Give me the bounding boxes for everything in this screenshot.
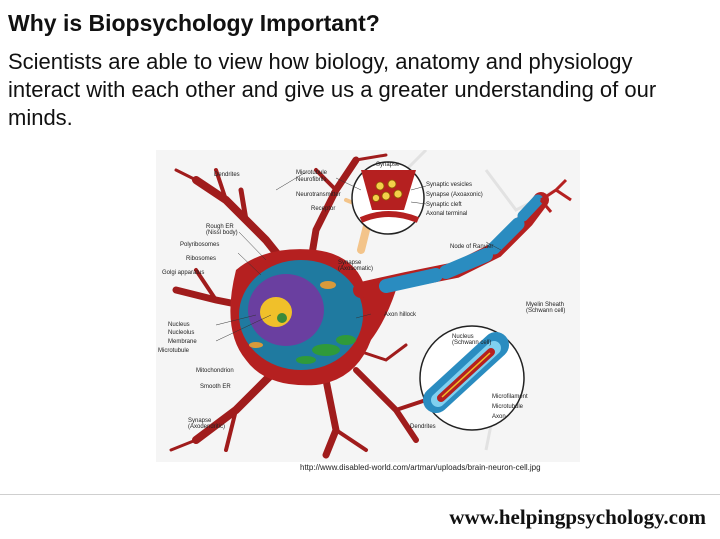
- label-axonal-terminal: Axonal terminal: [426, 211, 467, 217]
- label-membrane: Membrane: [168, 339, 197, 345]
- label-rough-er: Rough ER: [206, 224, 234, 230]
- label-receptor: Receptor: [311, 206, 335, 212]
- label-synapse-axodendritic-sub: (Axodendritic): [188, 424, 225, 430]
- label-microtubule-axon: Microtubule: [492, 404, 524, 410]
- neuron-diagram: Dendrites Microtubule Neurofibrils Neuro…: [156, 150, 580, 462]
- label-neurofibrils: Neurofibrils: [296, 177, 326, 183]
- axon-cross-section-inset: [419, 325, 525, 431]
- label-neurotransmitter: Neurotransmitter: [296, 192, 341, 198]
- label-microfilament: Microfilament: [492, 394, 528, 400]
- label-polyribosomes: Polyribosomes: [180, 242, 219, 248]
- label-synaptic-vesicles: Synaptic vesicles: [426, 182, 472, 188]
- label-nucleus: Nucleus: [168, 322, 190, 328]
- axon: [353, 192, 549, 298]
- label-ribosomes: Ribosomes: [186, 256, 216, 262]
- label-dendrites-top: Dendrites: [214, 172, 240, 178]
- label-nucleus-schwann: Nucleus: [452, 334, 474, 340]
- label-myelin-sheath-sub: (Schwann cell): [526, 308, 565, 314]
- label-node-of-ranvier: Node of Ranvier: [450, 244, 493, 250]
- label-microtubule: Microtubule: [296, 170, 328, 176]
- nucleolus: [260, 297, 292, 327]
- label-nucleus-schwann-sub: (Schwann cell): [452, 340, 491, 346]
- slide-body-text: Scientists are able to view how biology,…: [8, 49, 657, 130]
- label-synapse-axosomatic: Synapse: [338, 260, 362, 266]
- label-nucleolus: Nucleolus: [168, 330, 194, 336]
- label-rough-er-sub: (Nissl body): [206, 230, 238, 236]
- label-smooth-er: Smooth ER: [200, 384, 231, 390]
- label-axon-hillock: Axon hillock: [384, 312, 417, 318]
- label-mitochondrion: Mitochondrion: [196, 368, 234, 374]
- slide-title: Why is Biopsychology Important?: [8, 10, 380, 36]
- synapse-inset: [351, 161, 425, 235]
- label-synapse-axodendritic: Synapse: [188, 418, 212, 424]
- label-golgi-apparatus: Golgi apparatus: [162, 270, 204, 276]
- label-microtubule-left: Microtubule: [158, 348, 190, 354]
- label-axon: Axon: [492, 414, 506, 420]
- footer-site-url: www.helpingpsychology.com: [449, 505, 706, 529]
- label-dendrites-bottom: Dendrites: [410, 424, 436, 430]
- label-myelin-sheath: Myelin Sheath: [526, 302, 564, 308]
- label-synapse-top: Synapse: [376, 162, 400, 168]
- label-synaptic-cleft: Synaptic cleft: [426, 202, 462, 208]
- image-credit-url: http://www.disabled-world.com/artman/upl…: [300, 463, 541, 472]
- label-synapse-axosomatic-sub: (Axosomatic): [338, 266, 373, 272]
- footer-divider: [0, 494, 720, 495]
- label-synapse-axoaxonic: Synapse (Axoaxonic): [426, 192, 483, 198]
